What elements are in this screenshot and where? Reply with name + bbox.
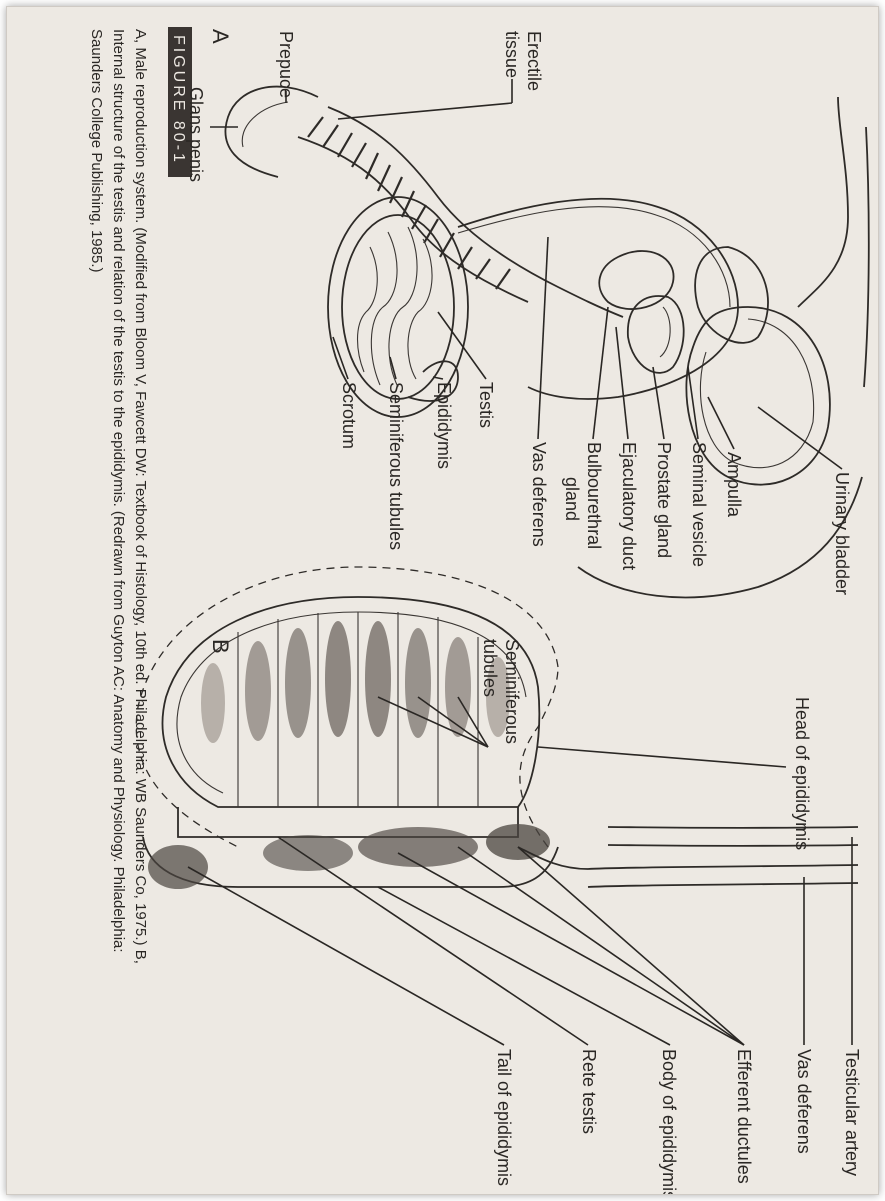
seminal-vesicle-shape — [695, 247, 768, 343]
label-tail-of-epididymis: Tail of epididymis — [494, 1049, 514, 1186]
upper-body-outline — [864, 127, 869, 387]
label-erectile-tissue-2: tissue — [502, 31, 522, 78]
leader-erectile-tissue-2 — [338, 103, 512, 119]
panel-b-seminiferous-lobules — [201, 621, 510, 743]
label-seminal-vesicle: Seminal vesicle — [689, 442, 709, 567]
erectile-tissue-hatching — [308, 117, 510, 289]
label-ejaculatory-duct: Ejaculatory duct — [619, 442, 639, 570]
urethra-path — [328, 107, 623, 317]
anatomy-figure-svg: FIGURE 80-1 A, Male reproduction system.… — [7, 7, 878, 1194]
label-seminiferous-tubules-b-2: tubules — [480, 639, 500, 697]
efferent-ductules-mass — [263, 824, 550, 871]
label-bulbourethral-gland-1: Bulbourethral — [584, 442, 604, 549]
label-testis: Testis — [476, 382, 496, 428]
prostate-shape — [628, 296, 684, 373]
leader-testis — [438, 312, 486, 379]
figure-badge: FIGURE 80-1 — [170, 35, 187, 165]
panel-a-letter: A — [208, 29, 233, 44]
panel-b-drawing — [136, 567, 858, 889]
label-seminiferous-tubules-b-1: Seminiferous — [502, 639, 522, 744]
label-testicular-artery: Testicular artery — [842, 1049, 862, 1176]
caption-line-1: A, Male reproduction system. (Modified f… — [132, 29, 149, 964]
rotated-figure-content: FIGURE 80-1 A, Male reproduction system.… — [7, 7, 878, 1194]
leader-efferent-ductules-3 — [398, 853, 744, 1045]
leader-vas-deferens-a — [538, 237, 548, 439]
corpus-spongiosum-outline — [298, 137, 528, 302]
vas-deferens-tube-1 — [588, 865, 858, 869]
glans-penis-outline — [225, 87, 318, 177]
label-erectile-tissue-1: Erectile — [524, 31, 544, 91]
bladder-inner-wall — [700, 319, 813, 468]
label-seminiferous-tubules-a: Seminiferous tubules — [386, 382, 406, 550]
vas-deferens-tube-2 — [588, 883, 858, 887]
leader-seminiferous-b-3 — [378, 697, 488, 747]
testicular-artery-tube-2 — [608, 845, 858, 846]
tail-of-epididymis-shape — [148, 845, 208, 889]
leader-head-of-epididymis — [538, 747, 786, 767]
label-epididymis: Epididymis — [434, 382, 454, 469]
testicular-artery-tube-1 — [608, 827, 858, 828]
testis-septa — [238, 612, 478, 807]
label-prostate-gland: Prostate gland — [654, 442, 674, 558]
rete-testis-column — [178, 807, 518, 837]
label-vas-deferens-a: Vas deferens — [529, 442, 549, 547]
panel-a-labels: Erectile tissue Prepuce Glans penis Urin… — [186, 31, 852, 595]
label-glans-penis: Glans penis — [186, 87, 206, 182]
prepuce-fold — [242, 102, 288, 147]
label-head-of-epididymis: Head of epididymis — [792, 697, 812, 850]
label-scrotum: Scrotum — [339, 382, 359, 449]
caption-line-2: Internal structure of the testis and rel… — [110, 29, 127, 953]
leader-bulbourethral-gland — [593, 307, 608, 439]
scanned-page: FIGURE 80-1 A, Male reproduction system.… — [7, 7, 878, 1194]
leader-ejaculatory-duct — [616, 327, 628, 439]
panel-a-seminiferous-tubules — [358, 227, 433, 387]
figure-caption: FIGURE 80-1 A, Male reproduction system.… — [88, 27, 192, 964]
label-rete-testis: Rete testis — [579, 1049, 599, 1134]
label-efferent-ductules: Efferent ductules — [734, 1049, 754, 1184]
label-body-of-epididymis: Body of epididymis — [659, 1049, 679, 1194]
label-bulbourethral-gland-2: gland — [562, 477, 582, 521]
leader-efferent-ductules-2 — [458, 847, 744, 1045]
label-vas-deferens-b: Vas deferens — [794, 1049, 814, 1154]
leader-body-of-epididymis — [378, 887, 670, 1045]
leader-epididymis — [433, 377, 443, 379]
abdominal-wall-outline — [798, 97, 848, 307]
leader-efferent-ductules-1 — [518, 847, 744, 1045]
label-ampulla: Ampulla — [724, 452, 744, 518]
label-prepuce: Prepuce — [276, 31, 296, 98]
leader-prostate-gland — [653, 367, 664, 439]
label-urinary-bladder: Urinary bladder — [832, 472, 852, 595]
caption-line-3: Saunders College Publishing, 1985.) — [88, 29, 105, 273]
bulbourethral-gland-shape — [599, 251, 673, 309]
prostate-detail — [660, 307, 670, 357]
testis-outline — [342, 215, 454, 399]
